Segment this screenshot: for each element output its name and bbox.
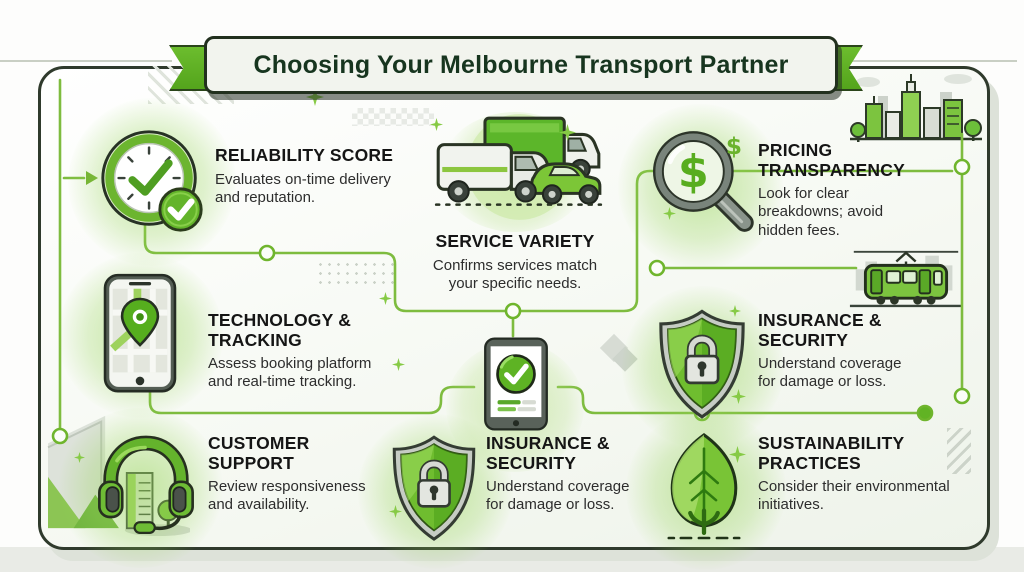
section-body: Consider their environmental initiatives… (758, 478, 950, 514)
section-heading: RELIABILITY SCORE (215, 145, 394, 165)
sustainability-text-block: SUSTAINABILITY PRACTICES Consider their … (758, 433, 958, 515)
dot-grid-decoration (316, 260, 394, 286)
svg-text:$: $ (726, 133, 742, 160)
section-body: Look for clear breakdowns; avoid hidden … (758, 185, 884, 239)
section-body: Review responsiveness and availability. (208, 478, 366, 514)
shield-lock-icon (392, 435, 476, 541)
section-heading: INSURANCE & SECURITY (758, 310, 882, 350)
shield-lock-icon (659, 309, 745, 419)
city-skyline-illustration (850, 74, 982, 142)
section-body: Understand coverage for damage or loss. (486, 478, 630, 514)
magnifier-dollar-icon: $ $ (652, 131, 754, 232)
reliability-text-block: RELIABILITY SCORE Evaluates on-time deli… (215, 145, 455, 207)
customer-support-text-block: CUSTOMER SUPPORT Review responsiveness a… (208, 433, 408, 515)
section-heading: PRICING TRANSPARENCY (758, 140, 905, 180)
stripes-decoration-bottom-right (947, 428, 971, 474)
section-heading: TECHNOLOGY & TRACKING (208, 310, 352, 350)
technology-text-block: TECHNOLOGY & TRACKING Assess booking pla… (208, 310, 408, 392)
section-heading: INSURANCE & SECURITY (486, 433, 610, 473)
phone-map-pin-icon (103, 273, 177, 393)
headset-icon (98, 435, 194, 534)
title-banner: Choosing Your Melbourne Transport Partne… (204, 36, 838, 94)
banner-thread-left (0, 60, 172, 62)
insurance-bottom-text-block: INSURANCE & SECURITY Understand coverage… (486, 433, 666, 515)
svg-text:$: $ (678, 147, 709, 198)
section-body: Assess booking platform and real-time tr… (208, 355, 372, 391)
insurance-middle-text-block: INSURANCE & SECURITY Understand coverage… (758, 310, 938, 392)
service-variety-text-block: SERVICE VARIETY Confirms services match … (400, 231, 630, 293)
leaf-tree-icon (667, 433, 741, 540)
banner-thread-right (852, 60, 1017, 62)
sparkle-icon (74, 452, 85, 463)
tram-illustration (849, 250, 963, 308)
section-heading: SUSTAINABILITY PRACTICES (758, 433, 905, 473)
icon-glow (58, 408, 223, 568)
page-title: Choosing Your Melbourne Transport Partne… (253, 50, 789, 79)
section-heading: SERVICE VARIETY (435, 231, 595, 251)
section-body: Evaluates on-time delivery and reputatio… (215, 170, 391, 206)
pricing-text-block: PRICING TRANSPARENCY Look for clear brea… (758, 140, 938, 240)
clock-check-icon (101, 130, 203, 232)
tablet-check-icon (484, 337, 548, 431)
checker-decoration (352, 108, 434, 126)
section-heading: CUSTOMER SUPPORT (208, 433, 310, 473)
section-body: Confirms services match your specific ne… (432, 256, 598, 292)
section-body: Understand coverage for damage or loss. (758, 355, 902, 391)
